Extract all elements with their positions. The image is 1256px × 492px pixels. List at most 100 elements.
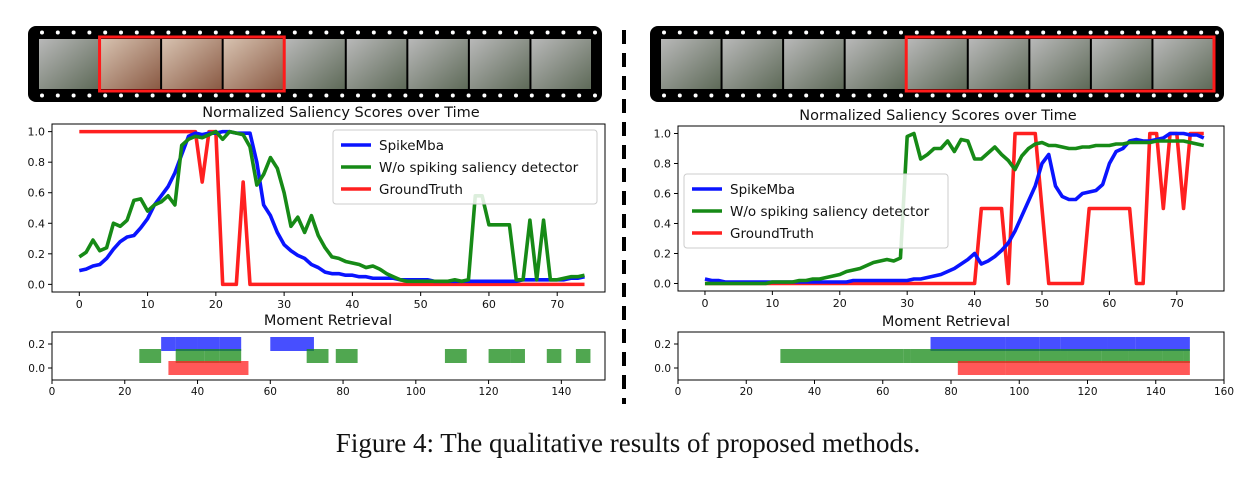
sprocket-hole bbox=[1215, 30, 1219, 35]
sprocket-hole bbox=[134, 30, 139, 35]
sprocket-hole bbox=[741, 93, 745, 98]
sprocket-hole bbox=[1167, 93, 1172, 98]
sprocket-hole bbox=[498, 30, 503, 35]
video-frame bbox=[784, 39, 844, 89]
sprocket-hole bbox=[851, 30, 856, 35]
y-tick-label: 0.0 bbox=[28, 363, 45, 375]
wo_spiking-line bbox=[78, 129, 585, 284]
sprocket-hole bbox=[962, 93, 967, 98]
x-tick-label: 20 bbox=[209, 298, 223, 311]
y-tick-label: 0.0 bbox=[28, 278, 46, 291]
sprocket-hole bbox=[450, 93, 455, 98]
x-tick-label: 10 bbox=[141, 298, 155, 311]
sprocket-hole bbox=[1199, 93, 1204, 98]
sprocket-hole bbox=[87, 93, 92, 98]
y-tick-label: 0.0 bbox=[654, 363, 671, 375]
sprocket-hole bbox=[978, 93, 982, 98]
wo_spiking-segment bbox=[139, 349, 162, 363]
sprocket-hole bbox=[403, 93, 408, 98]
sprocket-hole bbox=[1104, 30, 1109, 35]
sprocket-hole bbox=[835, 30, 840, 35]
spikemba-segment bbox=[270, 337, 314, 351]
sprocket-hole bbox=[71, 30, 76, 35]
sprocket-hole bbox=[1072, 93, 1077, 98]
wo_spiking-segment bbox=[204, 349, 220, 363]
spikemba-segment bbox=[219, 337, 242, 351]
y-tick-label: 0.2 bbox=[654, 339, 671, 351]
sprocket-hole bbox=[308, 93, 313, 98]
legend-label: W/o spiking saliency detector bbox=[730, 204, 930, 220]
video-frame bbox=[845, 39, 906, 89]
video-frame bbox=[469, 39, 530, 89]
sprocket-hole bbox=[677, 30, 682, 35]
sprocket-hole bbox=[340, 30, 345, 35]
sprocket-hole bbox=[725, 30, 730, 35]
sprocket-hole bbox=[119, 30, 123, 35]
sprocket-hole bbox=[166, 93, 171, 98]
sprocket-hole bbox=[577, 93, 582, 98]
sprocket-hole bbox=[899, 93, 903, 98]
y-tick-label: 0.6 bbox=[28, 187, 46, 200]
figure-caption: Figure 4: The qualitative results of pro… bbox=[335, 428, 921, 458]
spikemba-segment bbox=[1039, 337, 1061, 351]
sprocket-hole bbox=[788, 93, 793, 98]
video-frame bbox=[39, 39, 99, 89]
sprocket-hole bbox=[1088, 30, 1093, 35]
x-tick-label: 70 bbox=[550, 298, 564, 311]
video-frame bbox=[968, 39, 1029, 89]
sprocket-hole bbox=[725, 93, 730, 98]
x-tick-label: 40 bbox=[191, 386, 204, 398]
wo_spiking-segment bbox=[1128, 349, 1163, 363]
wo_spiking-segment bbox=[1101, 349, 1129, 363]
sprocket-hole bbox=[820, 30, 824, 35]
video-frame bbox=[1091, 39, 1152, 89]
sprocket-hole bbox=[835, 93, 840, 98]
video-frame bbox=[408, 39, 468, 89]
sprocket-hole bbox=[577, 30, 582, 35]
video-frame bbox=[531, 39, 591, 89]
right-moment-retrieval-title: Moment Retrieval bbox=[882, 314, 1010, 330]
sprocket-hole bbox=[324, 30, 329, 35]
sprocket-hole bbox=[40, 30, 44, 35]
sprocket-hole bbox=[1025, 30, 1030, 35]
y-tick-label: 0.6 bbox=[654, 188, 672, 201]
sprocket-hole bbox=[741, 30, 745, 35]
y-tick-label: 0.2 bbox=[654, 248, 672, 261]
sprocket-hole bbox=[482, 30, 487, 35]
sprocket-hole bbox=[1199, 30, 1204, 35]
legend-label: SpikeMba bbox=[379, 138, 444, 154]
spikemba-segment bbox=[930, 337, 1006, 351]
right-line-chart-title: Normalized Saliency Scores over Time bbox=[799, 108, 1077, 124]
spikemba-segment bbox=[1107, 337, 1136, 351]
sprocket-hole bbox=[514, 93, 518, 98]
sprocket-hole bbox=[245, 93, 250, 98]
wo_spiking-segment bbox=[1067, 349, 1088, 363]
sprocket-hole bbox=[1025, 93, 1030, 98]
sprocket-hole bbox=[993, 30, 998, 35]
sprocket-hole bbox=[261, 93, 266, 98]
left-line-chart-title: Normalized Saliency Scores over Time bbox=[202, 105, 480, 121]
sprocket-hole bbox=[261, 30, 266, 35]
sprocket-hole bbox=[1057, 30, 1061, 35]
y-tick-label: 0.8 bbox=[28, 156, 46, 169]
x-tick-label: 20 bbox=[833, 297, 847, 310]
x-tick-label: 10 bbox=[765, 297, 779, 310]
sprocket-hole bbox=[593, 93, 597, 98]
wo_spiking-segment bbox=[219, 349, 242, 363]
sprocket-hole bbox=[387, 93, 392, 98]
wo_spiking-segment bbox=[510, 349, 525, 363]
x-tick-label: 60 bbox=[264, 386, 277, 398]
left-filmstrip bbox=[28, 26, 602, 102]
spikemba-segment bbox=[1135, 337, 1190, 351]
sprocket-hole bbox=[772, 30, 777, 35]
x-tick-label: 140 bbox=[1146, 386, 1166, 398]
y-tick-label: 0.8 bbox=[654, 158, 672, 171]
sprocket-hole bbox=[529, 30, 534, 35]
sprocket-hole bbox=[229, 30, 234, 35]
sprocket-hole bbox=[914, 93, 919, 98]
sprocket-hole bbox=[772, 93, 777, 98]
